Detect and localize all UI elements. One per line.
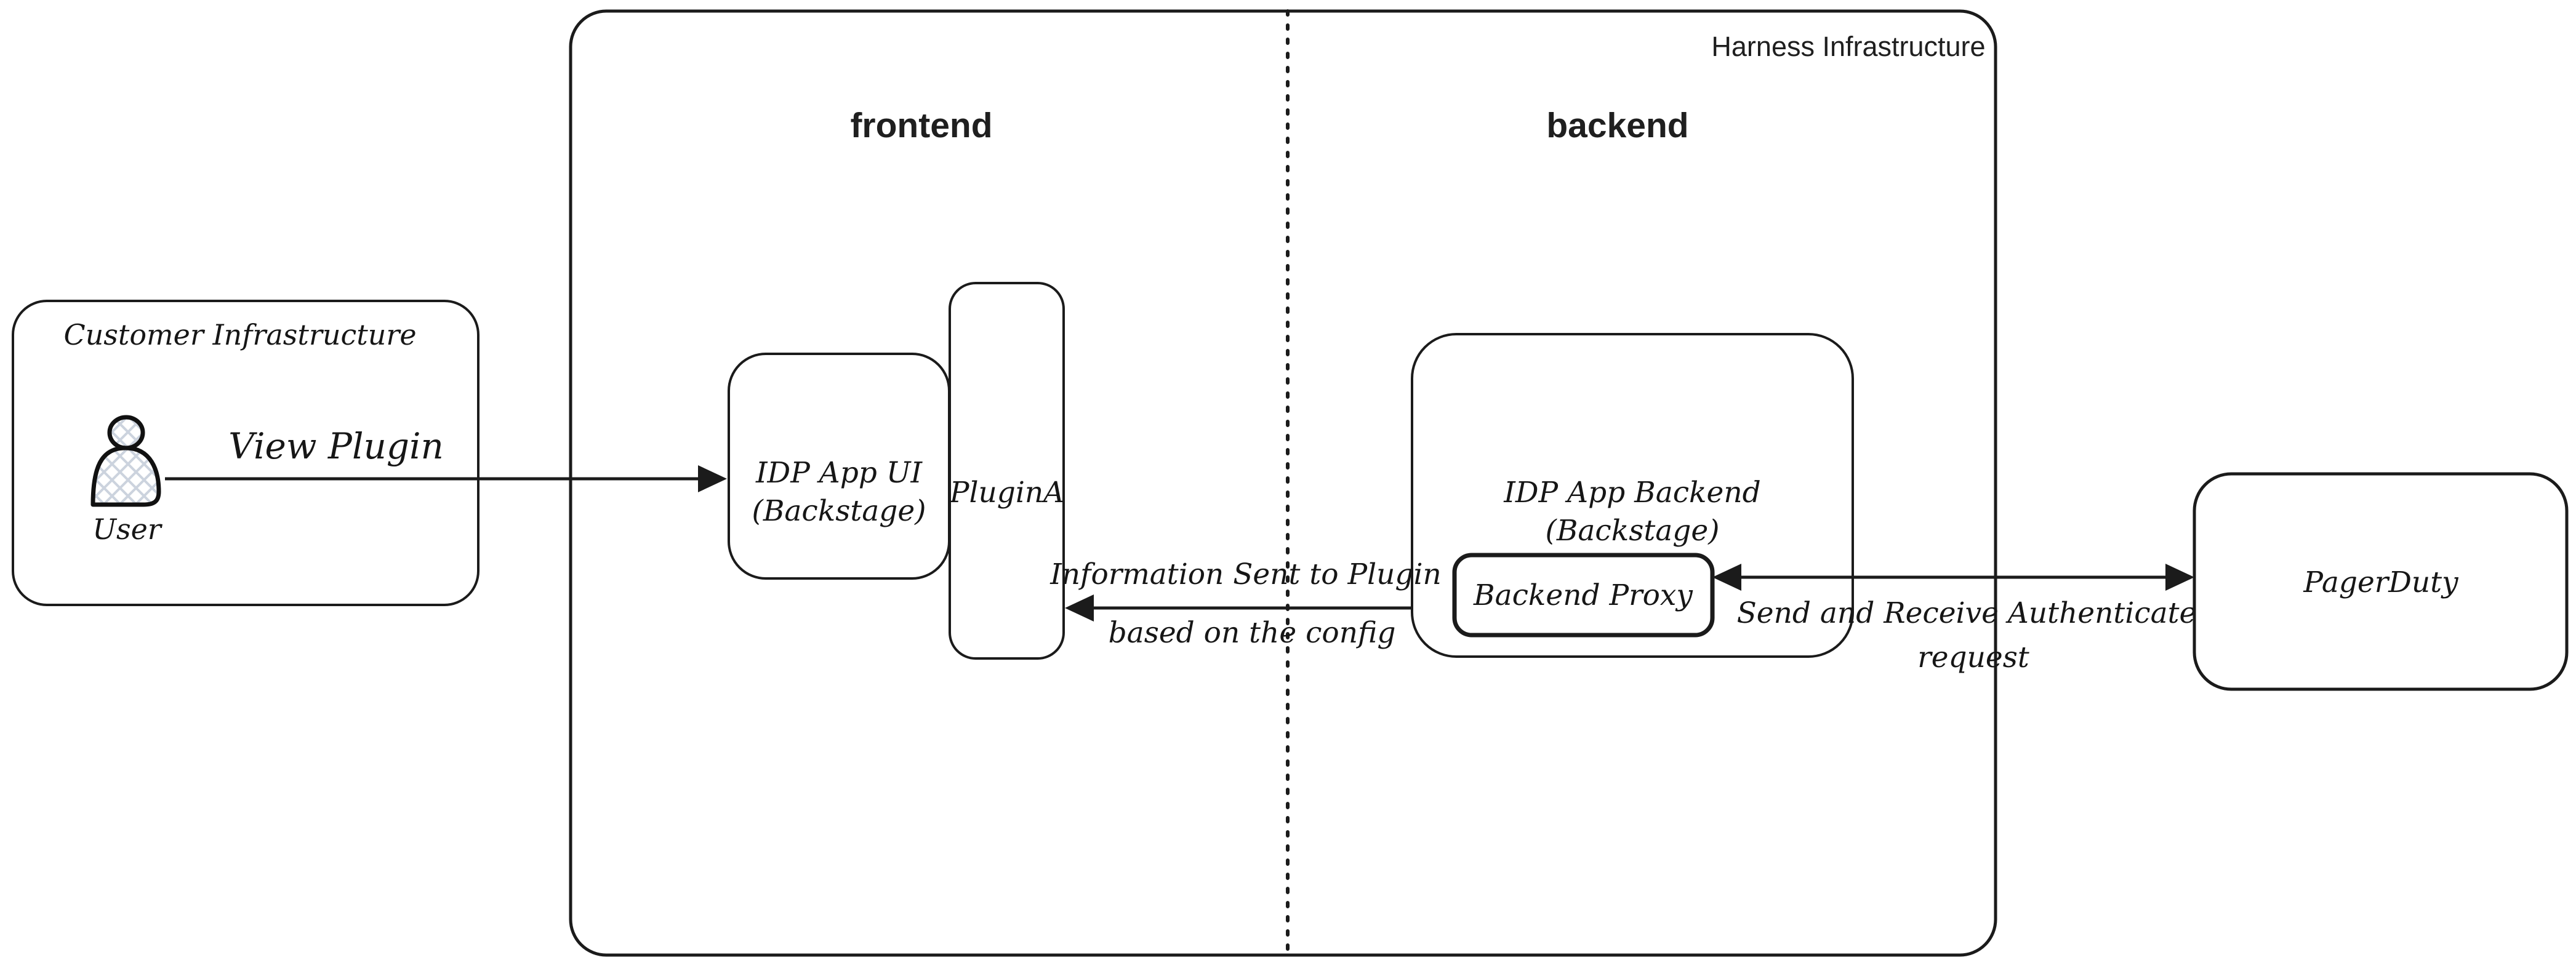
customer-infrastructure-box — [12, 300, 479, 606]
user-label: User — [92, 513, 163, 546]
user-icon — [90, 415, 161, 507]
backend-proxy-box — [1452, 553, 1715, 638]
pagerduty-label: PagerDuty — [2303, 566, 2459, 599]
harness-infrastructure-box — [569, 9, 1997, 957]
backend-proxy-label: Backend Proxy — [1473, 578, 1693, 612]
info-to-plugin-label-line1: Information Sent to Plugin — [1049, 558, 1442, 591]
idp-app-ui-label-line1: IDP App UI — [755, 456, 923, 490]
harness-infrastructure-label: Harness Infrastructure — [1711, 31, 1985, 62]
view-plugin-arrow — [165, 465, 727, 492]
frontend-section-label: frontend — [850, 106, 992, 145]
view-plugin-label: View Plugin — [228, 425, 444, 467]
auth-request-label-line2: request — [1917, 641, 2029, 674]
backend-section-label: backend — [1546, 106, 1688, 145]
idp-app-backend-label-line2: (Backstage) — [1546, 514, 1720, 548]
idp-app-backend-label-line1: IDP App Backend — [1503, 476, 1760, 510]
customer-infrastructure-label: Customer Infrastructure — [63, 318, 416, 351]
info-to-plugin-arrow — [1065, 594, 1412, 622]
info-to-plugin-label-line2: based on the config — [1109, 616, 1396, 650]
pagerduty-box — [2193, 472, 2569, 691]
plugin-a-label: PluginA — [949, 476, 1064, 510]
auth-request-arrow — [1712, 564, 2194, 591]
idp-app-ui-label-line2: (Backstage) — [752, 494, 926, 528]
plugin-a-box — [949, 282, 1065, 660]
auth-request-label-line1: Send and Receive Authenticated — [1737, 596, 2215, 630]
